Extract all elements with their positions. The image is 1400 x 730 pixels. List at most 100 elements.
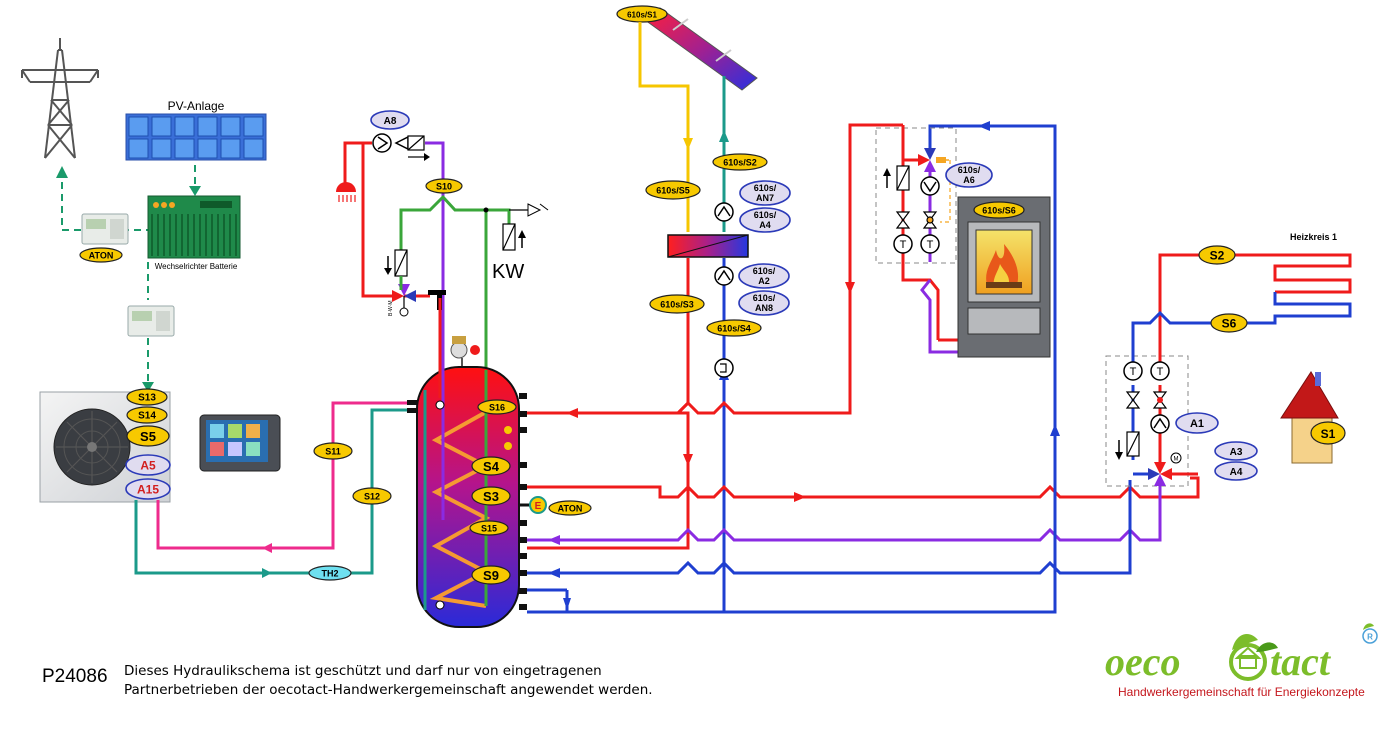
arrow-down-icon bbox=[845, 282, 855, 294]
svg-text:M: M bbox=[1174, 457, 1179, 463]
control-display-icon bbox=[199, 414, 281, 472]
arrow-right-icon bbox=[794, 492, 806, 502]
svg-text:AN7: AN7 bbox=[756, 193, 774, 203]
arrow-down-icon bbox=[563, 598, 571, 610]
arrow-left-icon bbox=[978, 121, 990, 131]
svg-text:610s/: 610s/ bbox=[754, 210, 777, 220]
arrow-left-icon bbox=[548, 535, 560, 545]
aton-heater-badge bbox=[548, 500, 592, 516]
svg-text:610s/S3: 610s/S3 bbox=[660, 300, 694, 310]
svg-text:S16: S16 bbox=[489, 403, 505, 413]
bwm-label: B·W·M bbox=[388, 300, 394, 316]
thermostatic-mixing-valve-icon bbox=[392, 284, 416, 317]
sensor-badge-s2 bbox=[1198, 245, 1236, 265]
copyright-line-1: Dieses Hydraulikschema ist geschützt und… bbox=[124, 663, 602, 679]
svg-text:TH2: TH2 bbox=[321, 569, 338, 579]
main-distribution-pipes bbox=[527, 123, 1200, 614]
thermometer-icon bbox=[893, 234, 913, 254]
house-icon bbox=[1280, 371, 1339, 464]
shower-head-icon bbox=[336, 182, 356, 202]
svg-text:S15: S15 bbox=[481, 524, 497, 534]
svg-text:610s/: 610s/ bbox=[754, 183, 777, 193]
svg-text:A4: A4 bbox=[759, 220, 771, 230]
stove-check-valve-icon bbox=[883, 165, 910, 191]
aton-badge bbox=[79, 247, 123, 263]
svg-text:R: R bbox=[1367, 633, 1373, 642]
thermometer-icon bbox=[920, 234, 940, 254]
svg-text:S9: S9 bbox=[483, 568, 499, 583]
actuator-badge-a8 bbox=[370, 110, 410, 130]
actuator-badge-solar-an8 bbox=[738, 290, 790, 316]
flow-meter-icon bbox=[714, 358, 734, 378]
svg-text:S5: S5 bbox=[140, 429, 156, 444]
stove-mixing-valve-icon bbox=[918, 148, 946, 172]
buffer-storage-tank bbox=[407, 366, 527, 628]
stove-pump-group-frame bbox=[875, 127, 957, 264]
svg-text:T: T bbox=[900, 239, 907, 251]
actuator-badge-a1 bbox=[1175, 412, 1219, 434]
sensor-badge-solar-s2 bbox=[712, 153, 768, 171]
svg-text:T: T bbox=[1157, 366, 1164, 378]
aton-controller-icon bbox=[81, 213, 129, 245]
svg-text:AN8: AN8 bbox=[755, 303, 773, 313]
cold-water-label: KW bbox=[492, 261, 524, 283]
sensor-badge-s9 bbox=[471, 565, 511, 585]
sensor-badge-s12 bbox=[352, 487, 392, 505]
svg-text:S6: S6 bbox=[1222, 317, 1237, 331]
svg-text:S2: S2 bbox=[1210, 249, 1225, 263]
heating-circuit-title: Heizkreis 1 bbox=[1290, 232, 1337, 242]
svg-text:610s/: 610s/ bbox=[958, 165, 981, 175]
svg-text:ATON: ATON bbox=[558, 504, 583, 514]
heating-pump-icon bbox=[1150, 414, 1170, 434]
svg-text:610s/S2: 610s/S2 bbox=[723, 158, 757, 168]
svg-text:610s/: 610s/ bbox=[753, 266, 776, 276]
svg-text:A2: A2 bbox=[758, 276, 770, 286]
sensor-badge-solar-s4 bbox=[706, 319, 762, 337]
logo-tagline: Handwerkergemeinschaft für Energiekonzep… bbox=[1118, 685, 1365, 699]
storage-loading-pump-icon bbox=[714, 266, 734, 286]
arrow-up-icon bbox=[56, 166, 68, 178]
svg-text:610s/S5: 610s/S5 bbox=[656, 186, 690, 196]
solar-pipes bbox=[527, 22, 726, 614]
svg-text:S3: S3 bbox=[483, 489, 499, 504]
sensor-badge-s10 bbox=[425, 178, 463, 194]
sensor-badge-house-s1 bbox=[1310, 421, 1346, 445]
heat-pump-pipes bbox=[134, 401, 420, 575]
svg-text:610s/S1: 610s/S1 bbox=[627, 11, 657, 20]
svg-text:610s/: 610s/ bbox=[753, 293, 776, 303]
sensor-badge-solar-s1 bbox=[616, 5, 668, 23]
inverter-battery-icon bbox=[147, 195, 241, 259]
svg-text:T: T bbox=[927, 239, 934, 251]
arrow-up-icon bbox=[719, 130, 729, 142]
actuator-badge-a4 bbox=[1214, 461, 1258, 481]
controller-module-icon bbox=[127, 305, 175, 337]
svg-text:tact: tact bbox=[1270, 639, 1332, 684]
svg-text:A15: A15 bbox=[137, 483, 159, 497]
sensor-badge-s15 bbox=[469, 520, 509, 536]
svg-text:A5: A5 bbox=[140, 459, 156, 473]
arrow-down-icon bbox=[189, 186, 201, 196]
circulation-pump-icon bbox=[372, 133, 392, 153]
sensor-badges-heatpump: S13 S14 S5 A5 A15 bbox=[125, 388, 171, 500]
actuator-badge-solar-a4 bbox=[739, 207, 791, 233]
svg-text:S13: S13 bbox=[138, 393, 156, 404]
stove-ball-valves-icon bbox=[895, 211, 938, 229]
svg-text:E: E bbox=[535, 501, 542, 512]
arrow-down-icon bbox=[683, 454, 693, 466]
sensor-badge-solar-s3 bbox=[649, 294, 705, 314]
stove-pump-icon bbox=[920, 176, 940, 196]
actuator-badge-solar-an7 bbox=[739, 180, 791, 206]
arrow-left-icon bbox=[548, 568, 560, 578]
svg-text:610s/S4: 610s/S4 bbox=[717, 324, 751, 334]
arrow-down-icon bbox=[683, 138, 693, 150]
power-grid-pylon-icon bbox=[21, 38, 99, 159]
sensor-badge-s11 bbox=[313, 442, 353, 460]
svg-text:A1: A1 bbox=[1190, 418, 1204, 430]
sensor-badge-s3 bbox=[471, 486, 511, 506]
actuator-badge-stove-a6 bbox=[945, 162, 993, 188]
check-valve-cold-icon bbox=[384, 249, 408, 277]
arrow-left-icon bbox=[262, 543, 272, 553]
svg-text:A3: A3 bbox=[1230, 447, 1243, 458]
copyright-notice: Dieses Hydraulikschema ist geschützt und… bbox=[124, 662, 653, 700]
solar-pump-icon bbox=[714, 202, 734, 222]
